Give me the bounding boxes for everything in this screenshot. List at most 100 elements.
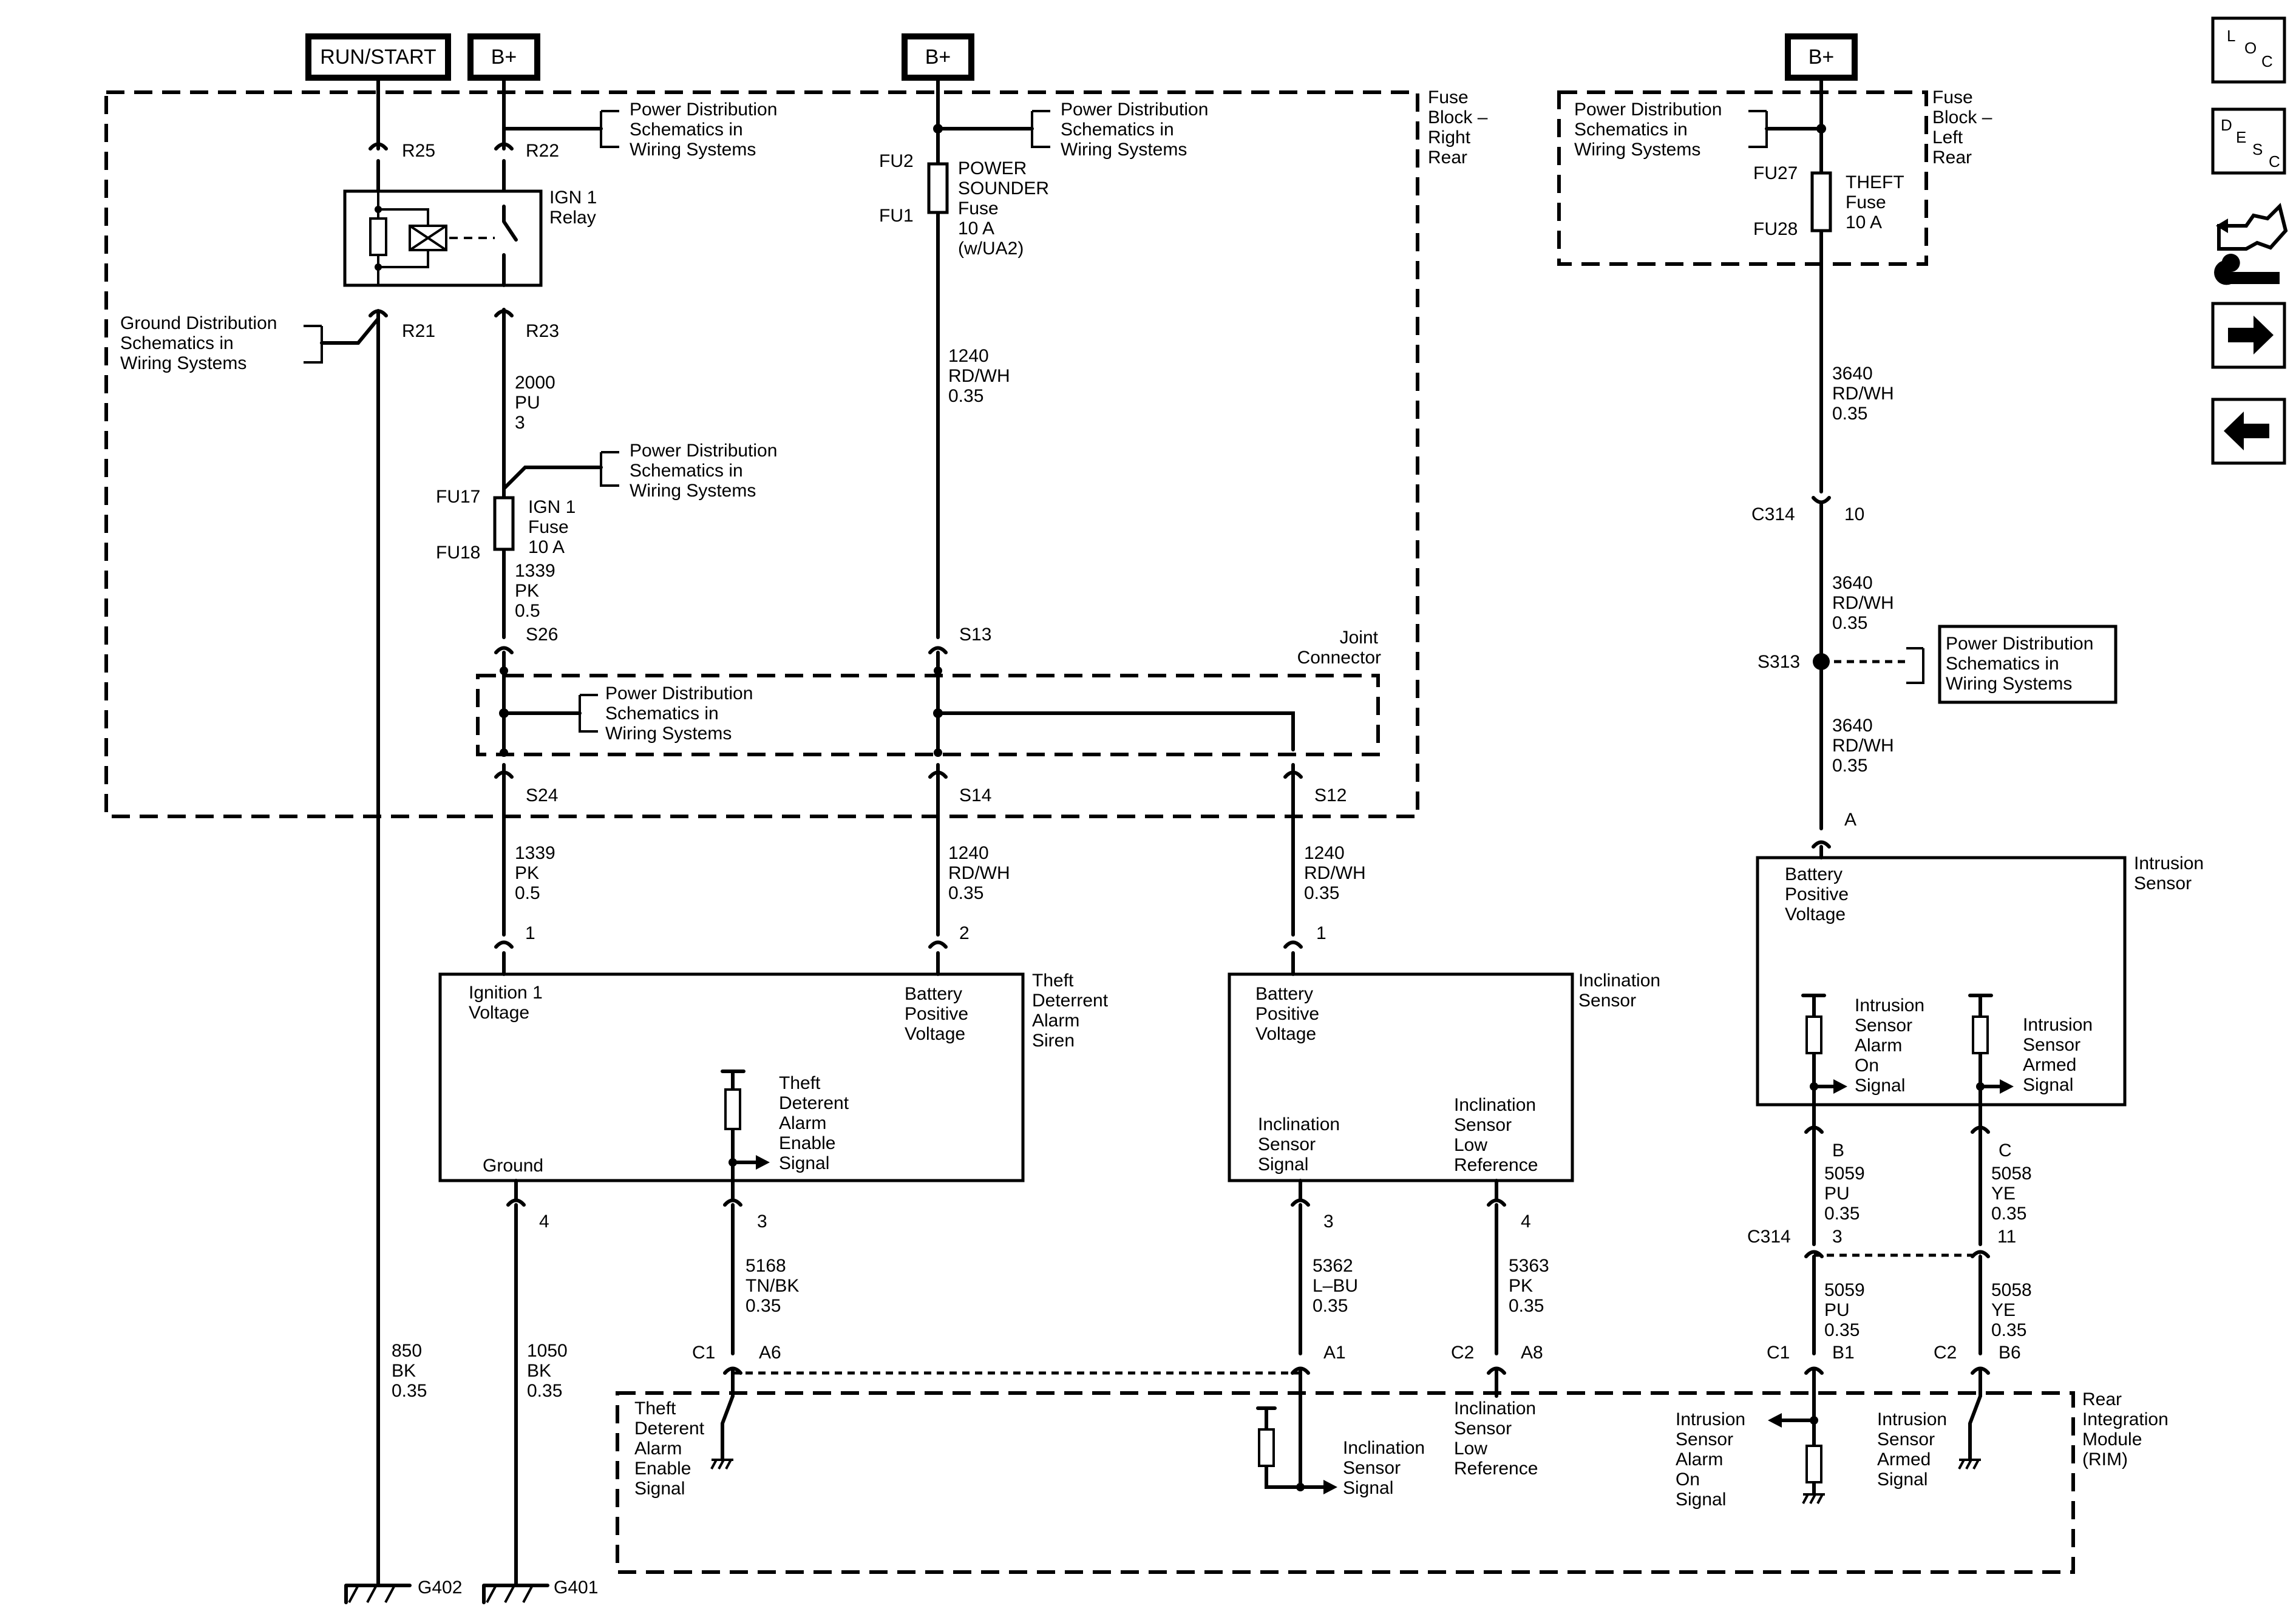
svg-text:C: C xyxy=(2261,52,2273,70)
svg-text:Signal: Signal xyxy=(779,1153,829,1173)
svg-text:2: 2 xyxy=(959,923,970,943)
svg-text:Signal: Signal xyxy=(1676,1490,1726,1510)
svg-text:THEFT: THEFT xyxy=(1846,172,1904,192)
svg-text:TN/BK: TN/BK xyxy=(746,1276,799,1296)
svg-text:RUN/START: RUN/START xyxy=(320,46,436,69)
power-dist-ref-6: Power Distribution Schematics in Wiring … xyxy=(1906,625,2118,704)
next-page-icon[interactable] xyxy=(2211,302,2286,369)
svg-text:S13: S13 xyxy=(959,625,991,645)
svg-text:850: 850 xyxy=(392,1341,422,1361)
svg-text:Battery: Battery xyxy=(905,984,962,1004)
svg-text:Voltage: Voltage xyxy=(1255,1024,1316,1044)
svg-text:Reference: Reference xyxy=(1454,1155,1538,1175)
svg-text:Wiring Systems: Wiring Systems xyxy=(605,724,732,744)
svg-text:Ignition 1: Ignition 1 xyxy=(469,983,543,1003)
theft-fuse: FU27 FU28 THEFT Fuse 10 A xyxy=(1753,163,1904,239)
svg-text:R25: R25 xyxy=(402,141,435,161)
svg-text:Alarm: Alarm xyxy=(1855,1036,1902,1056)
svg-text:1240: 1240 xyxy=(948,843,989,863)
svg-text:PU: PU xyxy=(1824,1184,1850,1204)
svg-text:PU: PU xyxy=(1824,1300,1850,1320)
bplus-label-3: B+ xyxy=(1785,33,1858,81)
ground-g401: G401 xyxy=(482,1578,598,1604)
svg-text:RD/WH: RD/WH xyxy=(948,366,1010,386)
rim-armed-switch: Intrusion Sensor Armed Signal xyxy=(1877,1394,1982,1490)
svg-text:Signal: Signal xyxy=(1877,1470,1927,1490)
svg-text:0.35: 0.35 xyxy=(1832,613,1867,633)
rim-incl-signal-input: Inclination Sensor Signal xyxy=(1256,1406,1425,1498)
svg-text:R23: R23 xyxy=(526,321,559,341)
svg-text:10 A: 10 A xyxy=(528,537,565,557)
svg-text:L–BU: L–BU xyxy=(1313,1276,1358,1296)
svg-text:FU1: FU1 xyxy=(879,206,914,226)
svg-text:G402: G402 xyxy=(418,1578,462,1598)
svg-text:O: O xyxy=(2244,39,2257,57)
svg-text:B1: B1 xyxy=(1832,1343,1855,1363)
svg-text:11: 11 xyxy=(1997,1227,2016,1247)
ign1-relay: IGN 1 Relay xyxy=(343,188,597,287)
svg-text:Alarm: Alarm xyxy=(1676,1449,1723,1470)
connector-terminals xyxy=(369,142,1990,1375)
rim-housing xyxy=(616,1391,2075,1574)
svg-text:Rear: Rear xyxy=(1932,147,1972,168)
power-sounder-fuse: FU2 FU1 POWER SOUNDER Fuse 10 A (w/UA2) xyxy=(879,151,1049,259)
power-dist-ref-1: Power Distribution Schematics in Wiring … xyxy=(502,100,777,160)
svg-text:Sensor: Sensor xyxy=(1258,1134,1316,1154)
connector-wrench-icon[interactable] xyxy=(2214,203,2288,285)
svg-text:PU: PU xyxy=(515,393,540,413)
svg-text:Siren: Siren xyxy=(1032,1031,1075,1051)
svg-text:Sensor: Sensor xyxy=(1454,1419,1512,1439)
svg-text:Armed: Armed xyxy=(1877,1449,1931,1470)
svg-text:5058: 5058 xyxy=(1991,1280,2032,1300)
svg-text:4: 4 xyxy=(1521,1212,1531,1232)
svg-text:4: 4 xyxy=(539,1212,549,1232)
svg-text:S26: S26 xyxy=(526,625,558,645)
svg-text:Battery: Battery xyxy=(1785,864,1843,884)
intrusion-sensor: Intrusion Sensor Battery Positive Voltag… xyxy=(1756,845,2204,1128)
ground-g402: G402 xyxy=(344,1578,462,1604)
svg-text:YE: YE xyxy=(1991,1184,2016,1204)
svg-text:Deterent: Deterent xyxy=(779,1093,849,1113)
svg-text:Power Distribution: Power Distribution xyxy=(630,441,777,461)
svg-text:5168: 5168 xyxy=(746,1256,786,1276)
svg-text:G401: G401 xyxy=(554,1578,598,1598)
svg-text:0.5: 0.5 xyxy=(515,883,540,903)
svg-text:5059: 5059 xyxy=(1824,1280,1865,1300)
loc-nav-icon[interactable]: L O C xyxy=(2211,16,2286,84)
svg-text:3: 3 xyxy=(1832,1227,1843,1247)
svg-text:0.35: 0.35 xyxy=(1824,1320,1860,1340)
svg-text:Sensor: Sensor xyxy=(1676,1429,1733,1449)
rim-incl-low-ref: Inclination Sensor Low Reference xyxy=(1454,1398,1538,1479)
svg-text:2000: 2000 xyxy=(515,373,555,393)
bplus-label-1: B+ xyxy=(467,33,540,81)
svg-text:POWER: POWER xyxy=(958,158,1027,178)
svg-text:Theft: Theft xyxy=(634,1398,676,1419)
svg-text:Fuse: Fuse xyxy=(1428,87,1469,107)
inclination-sensor: Inclination Sensor Battery Positive Volt… xyxy=(1228,951,1660,1201)
previous-page-icon[interactable] xyxy=(2211,398,2286,465)
desc-nav-icon[interactable]: D E S C xyxy=(2211,107,2286,175)
svg-text:C2: C2 xyxy=(1451,1343,1474,1363)
svg-text:Low: Low xyxy=(1454,1439,1487,1459)
svg-text:10 A: 10 A xyxy=(958,219,994,239)
svg-text:Power Distribution: Power Distribution xyxy=(605,683,753,703)
svg-text:10: 10 xyxy=(1844,504,1864,524)
svg-text:Power Distribution: Power Distribution xyxy=(1574,100,1722,120)
joint-splice-dot xyxy=(933,708,943,718)
svg-text:Schematics in: Schematics in xyxy=(630,120,743,140)
svg-text:Voltage: Voltage xyxy=(905,1024,965,1044)
svg-text:Sensor: Sensor xyxy=(1578,991,1636,1011)
svg-text:FU27: FU27 xyxy=(1753,163,1798,183)
svg-text:Module: Module xyxy=(2082,1429,2142,1449)
svg-text:FU28: FU28 xyxy=(1753,219,1798,239)
svg-text:0.35: 0.35 xyxy=(1832,404,1867,424)
svg-text:3640: 3640 xyxy=(1832,364,1873,384)
bplus-label-2: B+ xyxy=(902,33,974,81)
svg-text:Power Distribution: Power Distribution xyxy=(630,100,777,120)
svg-text:Intrusion: Intrusion xyxy=(2023,1015,2093,1035)
relay-pin-labels: R25 R22 R21 R23 xyxy=(402,141,559,341)
svg-text:Block –: Block – xyxy=(1932,107,1992,127)
svg-text:C2: C2 xyxy=(1934,1343,1957,1363)
svg-text:3: 3 xyxy=(1323,1212,1334,1232)
svg-text:0.35: 0.35 xyxy=(1304,883,1339,903)
